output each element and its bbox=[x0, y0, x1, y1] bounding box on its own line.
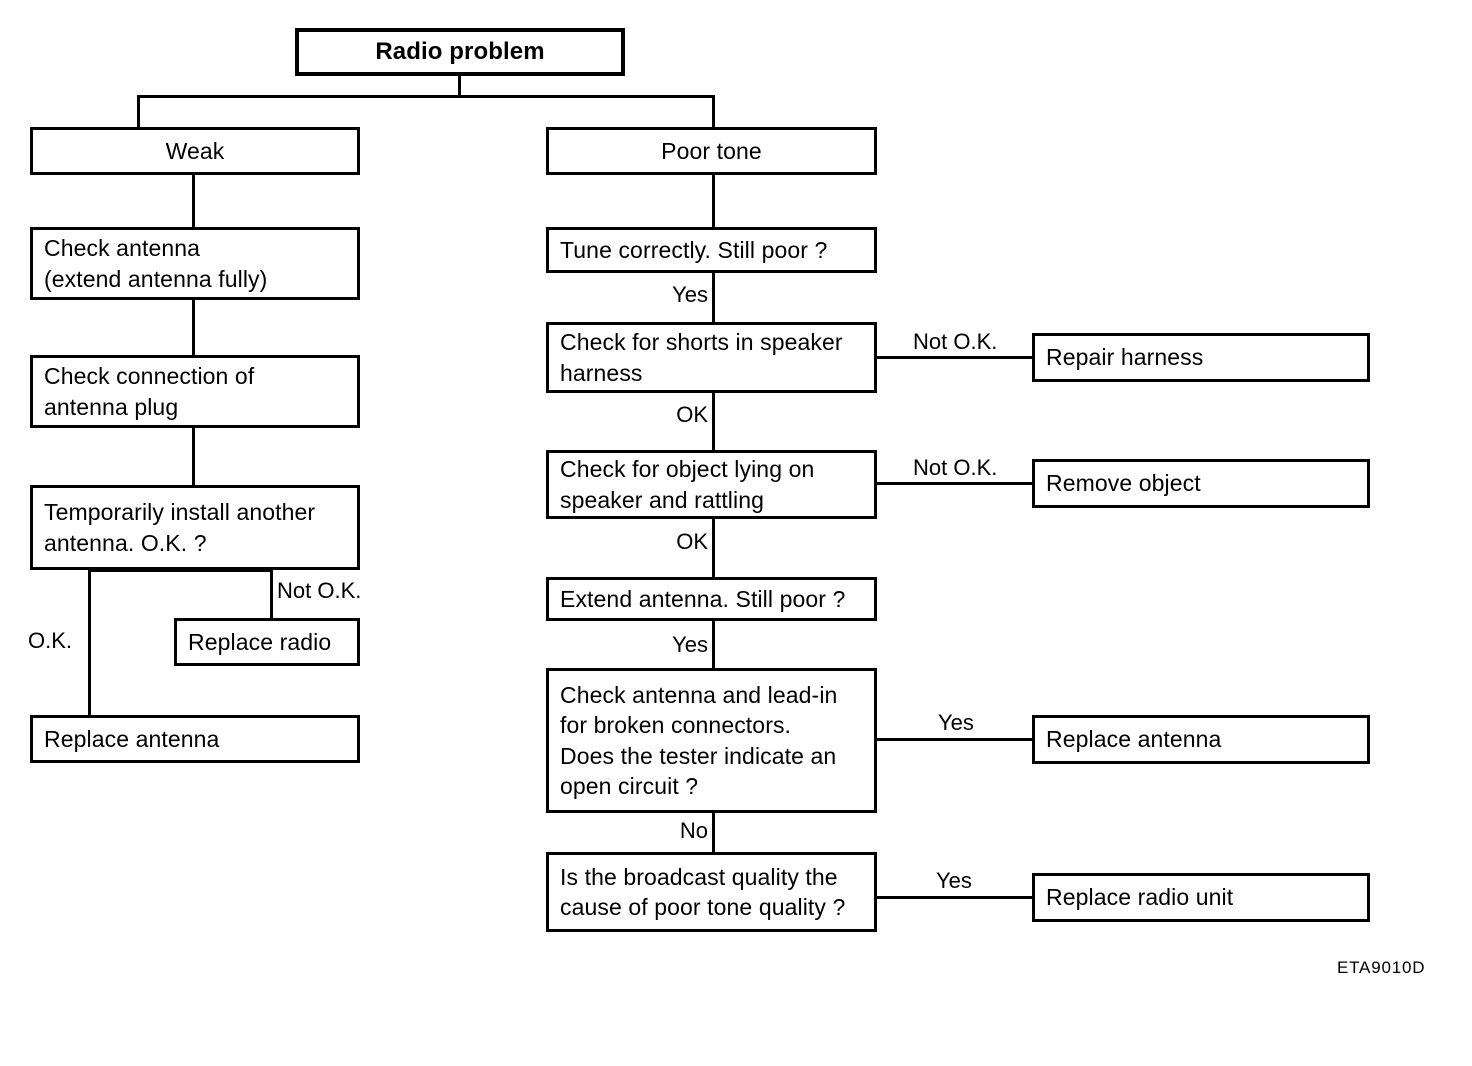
edge-label-not-ok-left: Not O.K. bbox=[277, 578, 362, 603]
edge-label-ok-left: O.K. bbox=[28, 628, 73, 653]
connector-weak-to-check-antenna bbox=[192, 174, 195, 228]
branch-box-weak: Weak bbox=[30, 127, 360, 175]
edge-label-yes-tune: Yes bbox=[672, 282, 708, 307]
connector-to-poor-tone bbox=[712, 95, 715, 128]
edge-label-yes-broadcast: Yes bbox=[936, 868, 972, 893]
connector-broadcast-quality-to-replace-radio-unit bbox=[874, 896, 1035, 899]
step-box-temporary-antenna: Temporarily install another antenna. O.K… bbox=[30, 485, 360, 570]
step-box-check-antenna: Check antenna (extend antenna fully) bbox=[30, 227, 360, 300]
connector-not-ok-to-replace-radio bbox=[270, 569, 273, 620]
step-box-tune-correctly: Tune correctly. Still poor ? bbox=[546, 227, 877, 273]
connector-to-weak bbox=[137, 95, 140, 128]
outcome-box-replace-antenna-right: Replace antenna bbox=[1032, 715, 1370, 764]
outcome-box-repair-harness: Repair harness bbox=[1032, 333, 1370, 382]
step-box-check-shorts: Check for shorts in speaker harness bbox=[546, 322, 877, 393]
connector-check-connection-to-temporary-antenna bbox=[192, 427, 195, 486]
connector-check-lead-in-to-replace-antenna bbox=[874, 738, 1035, 741]
connector-check-antenna-to-check-connection bbox=[192, 299, 195, 356]
outcome-box-remove-object: Remove object bbox=[1032, 459, 1370, 508]
edge-label-yes-extend: Yes bbox=[672, 632, 708, 657]
step-box-check-connection: Check connection of antenna plug bbox=[30, 355, 360, 428]
step-box-check-lead-in: Check antenna and lead-in for broken con… bbox=[546, 668, 877, 813]
edge-label-not-ok-object: Not O.K. bbox=[913, 455, 998, 480]
connector-tune-to-check-shorts bbox=[712, 272, 715, 323]
connector-check-lead-in-to-broadcast-quality bbox=[712, 812, 715, 855]
connector-check-shorts-to-repair-harness bbox=[874, 356, 1035, 359]
step-box-check-object: Check for object lying on speaker and ra… bbox=[546, 450, 877, 519]
connector-check-object-to-extend-antenna bbox=[712, 518, 715, 578]
figure-code-label: ETA9010D bbox=[1337, 958, 1426, 977]
edge-label-no-lead-in: No bbox=[679, 818, 708, 843]
outcome-box-replace-radio: Replace radio bbox=[174, 618, 360, 666]
edge-label-not-ok-shorts: Not O.K. bbox=[913, 329, 998, 354]
connector-temporary-antenna-split bbox=[88, 569, 273, 572]
connector-title-stem bbox=[458, 75, 461, 97]
connector-ok-to-replace-antenna bbox=[88, 569, 91, 717]
connector-split-bar bbox=[137, 95, 715, 98]
edge-label-ok-object: OK bbox=[676, 529, 708, 554]
outcome-box-replace-radio-unit: Replace radio unit bbox=[1032, 873, 1370, 922]
title-box-radio-problem: Radio problem bbox=[295, 28, 625, 76]
edge-label-yes-lead-in: Yes bbox=[938, 710, 974, 735]
step-box-broadcast-quality: Is the broadcast quality the cause of po… bbox=[546, 852, 877, 932]
branch-box-poor-tone: Poor tone bbox=[546, 127, 877, 175]
connector-poor-tone-to-tune bbox=[712, 174, 715, 228]
step-box-extend-antenna: Extend antenna. Still poor ? bbox=[546, 577, 877, 621]
connector-extend-antenna-to-check-lead-in bbox=[712, 620, 715, 670]
connector-check-shorts-to-check-object bbox=[712, 392, 715, 451]
connector-check-object-to-remove-object bbox=[874, 482, 1035, 485]
edge-label-ok-shorts: OK bbox=[676, 402, 708, 427]
outcome-box-replace-antenna-left: Replace antenna bbox=[30, 715, 360, 763]
